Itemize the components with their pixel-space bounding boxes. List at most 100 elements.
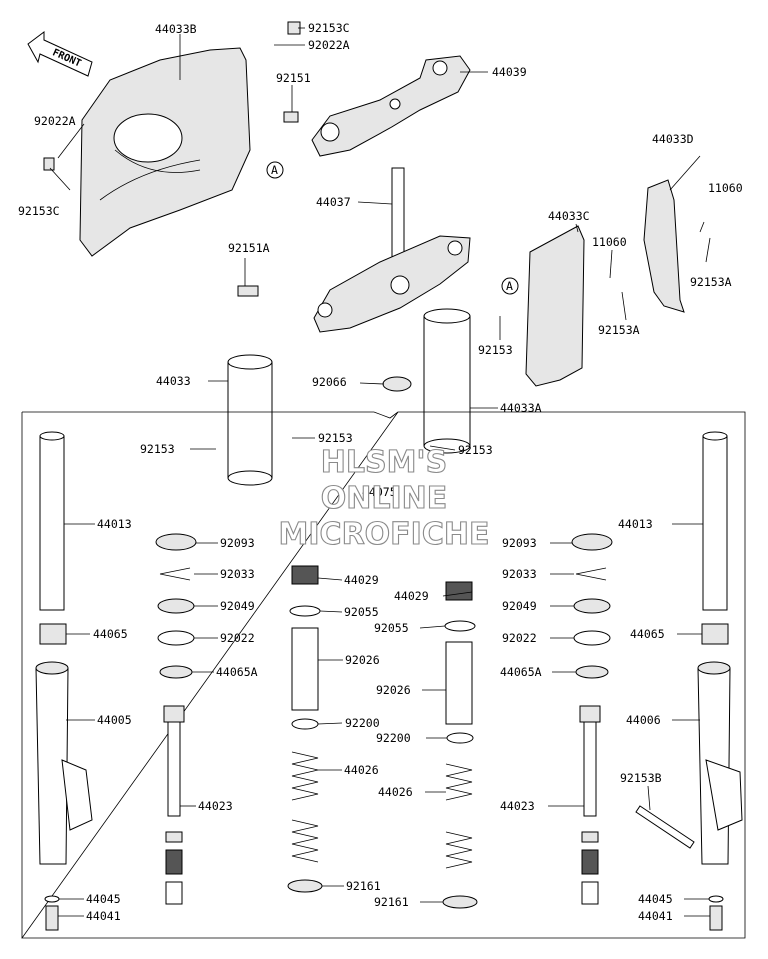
label-44039: 44039 (492, 65, 527, 79)
damper-rod-44023-left (163, 705, 185, 905)
label-44029-right: 44029 (394, 589, 429, 603)
washer-92049-right (573, 598, 611, 614)
label-92200-left: 92200 (345, 716, 380, 730)
label-44033B: 44033B (155, 22, 197, 36)
marker-a-top-label: A (271, 163, 278, 177)
label-44033D: 44033D (652, 132, 694, 146)
label-44005: 44005 (97, 713, 132, 727)
label-44065A-right: 44065A (500, 665, 542, 679)
cover-44033B (79, 47, 251, 257)
label-44033C: 44033C (548, 209, 590, 223)
cover-44033D (643, 179, 685, 313)
label-92200-right: 92200 (376, 731, 411, 745)
bolt-92151A (237, 285, 259, 297)
outer-tube-44006 (697, 661, 743, 865)
label-92153B: 92153B (620, 771, 662, 785)
label-44045-left: 44045 (86, 892, 121, 906)
label-44026-left: 44026 (344, 763, 379, 777)
label-44065A-left: 44065A (216, 665, 258, 679)
cover-44033C (525, 225, 585, 387)
label-92022A-top: 92022A (308, 38, 350, 52)
label-44013-right: 44013 (618, 517, 653, 531)
label-92022A-left: 92022A (34, 114, 76, 128)
tube-cover-44033A (423, 308, 471, 454)
bolt-92151 (283, 111, 299, 123)
bushing-44065A-left (159, 665, 193, 679)
bushing-44065-left (39, 623, 67, 645)
label-92153A-right: 92153A (690, 275, 732, 289)
label-44037: 44037 (316, 195, 351, 209)
label-44033A: 44033A (500, 401, 542, 415)
label-44026-right: 44026 (378, 785, 413, 799)
label-92055-right: 92055 (374, 621, 409, 635)
label-44041-right: 44041 (638, 909, 673, 923)
label-92153-l2: 92153 (318, 431, 353, 445)
label-92033-left: 92033 (220, 567, 255, 581)
label-44041-left: 44041 (86, 909, 121, 923)
inner-tube-44013-right (702, 431, 728, 611)
oil-seal-92093-left (155, 533, 197, 551)
label-92026-right: 92026 (376, 683, 411, 697)
label-44065-right: 44065 (630, 627, 665, 641)
bushing-44065-right (701, 623, 729, 645)
label-92153A-mid: 92153A (598, 323, 640, 337)
label-92049-right: 92049 (502, 599, 537, 613)
label-92022-right: 92022 (502, 631, 537, 645)
leader-lines (49, 27, 711, 917)
clip-92033-left (159, 567, 191, 581)
label-92153C-top: 92153C (308, 21, 350, 35)
center-stack-right (442, 581, 478, 909)
label-92151A: 92151A (228, 241, 270, 255)
label-92033-right: 92033 (502, 567, 537, 581)
damper-rod-44023-right (579, 705, 601, 905)
label-92151: 92151 (276, 71, 311, 85)
marker-a-mid-label: A (506, 279, 513, 293)
label-11060-mid: 11060 (592, 235, 627, 249)
label-44033: 44033 (156, 374, 191, 388)
label-11060-right: 11060 (708, 181, 743, 195)
label-92022-left: 92022 (220, 631, 255, 645)
center-stack-left (287, 565, 323, 893)
label-92049-left: 92049 (220, 599, 255, 613)
oil-seal-92066 (382, 376, 412, 392)
bolt-92153C-left (43, 157, 55, 171)
upper-bracket-44039 (311, 55, 471, 157)
oil-seal-92093-right (571, 533, 613, 551)
bolt-44041-left (45, 905, 59, 931)
watermark-line-1: HLSM'S (321, 445, 447, 480)
label-92153C-left: 92153C (18, 204, 60, 218)
label-92066: 92066 (312, 375, 347, 389)
clip-92033-right (575, 567, 607, 581)
tube-cover-44033 (227, 354, 273, 486)
washer-92022-left (157, 630, 195, 646)
watermark-line-2: ONLINE (321, 481, 448, 516)
washer-92049-left (157, 598, 195, 614)
bolt-44041-right (709, 905, 723, 931)
washer-44045-left (44, 895, 60, 903)
label-44013-left: 44013 (97, 517, 132, 531)
watermark: HLSM'S ONLINE MICROFICHE (278, 444, 490, 552)
washer-92022-right (573, 630, 611, 646)
label-92161-right: 92161 (374, 895, 409, 909)
label-92026-left: 92026 (345, 653, 380, 667)
label-92153-tube: 92153 (478, 343, 513, 357)
label-92153-l3: 92153 (458, 443, 493, 457)
steering-stem-44037 (313, 167, 471, 333)
marker-a-mid (501, 277, 519, 295)
front-arrow-icon: FRONT (27, 31, 93, 77)
watermark-line-3: MICROFICHE (279, 517, 490, 552)
label-44065-left: 44065 (93, 627, 128, 641)
marker-a-top (266, 161, 284, 179)
label-44023-right: 44023 (500, 799, 535, 813)
label-44023-left: 44023 (198, 799, 233, 813)
label-92093-right: 92093 (502, 536, 537, 550)
inner-tube-44013-left (39, 431, 65, 611)
label-92055-left: 92055 (344, 605, 379, 619)
bolt-92153B (635, 805, 695, 849)
label-92093-left: 92093 (220, 536, 255, 550)
bushing-44065A-right (575, 665, 609, 679)
label-92161-left: 92161 (346, 879, 381, 893)
label-44006: 44006 (626, 713, 661, 727)
